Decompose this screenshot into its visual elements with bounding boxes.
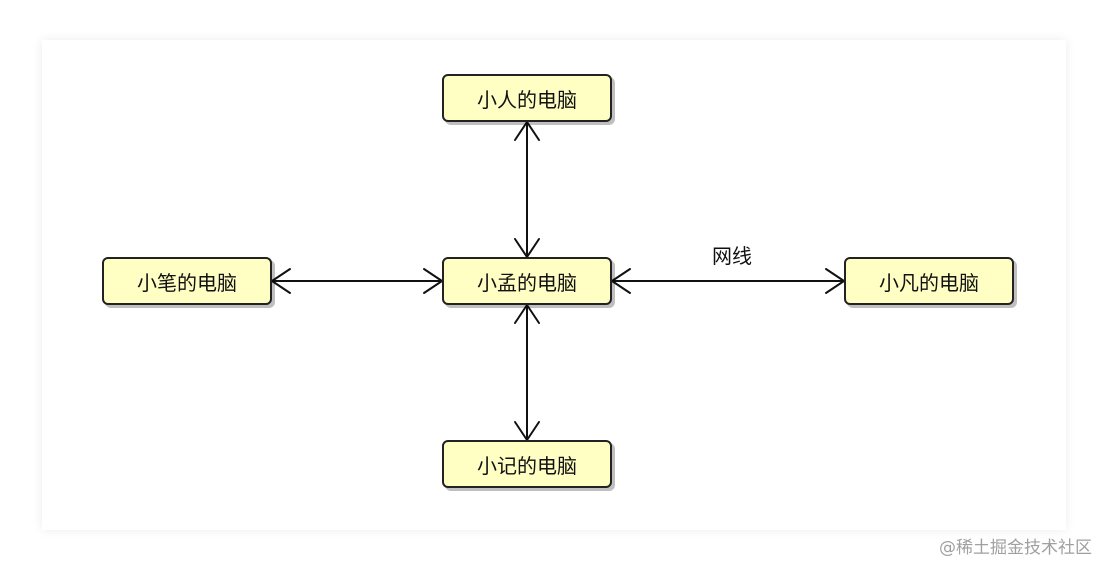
node-top-computer: 小人的电脑: [442, 74, 612, 122]
node-label: 小孟的电脑: [477, 270, 577, 295]
node-label: 小凡的电脑: [879, 270, 979, 295]
node-label: 小笔的电脑: [137, 270, 237, 295]
node-bottom-computer: 小记的电脑: [442, 440, 612, 488]
watermark: @稀土掘金技术社区: [939, 538, 1092, 558]
node-label: 小记的电脑: [477, 453, 577, 478]
node-label: 小人的电脑: [477, 87, 577, 112]
node-right-computer: 小凡的电脑: [844, 257, 1014, 305]
node-center-computer: 小孟的电脑: [442, 257, 612, 305]
node-left-computer: 小笔的电脑: [102, 257, 272, 305]
edge-label: 网线: [712, 244, 752, 268]
